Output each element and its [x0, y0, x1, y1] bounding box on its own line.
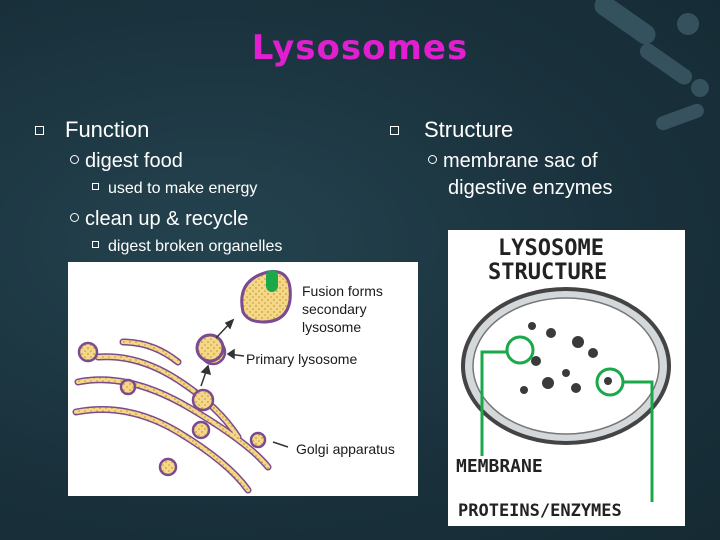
list-item: clean up & recycle — [70, 208, 248, 231]
list-subitem: digest broken organelles — [92, 238, 282, 256]
structure-heading: Structure — [424, 117, 514, 142]
proteins-enzymes-label: PROTEINS/ENZYMES — [458, 501, 622, 521]
item-label: digest food — [85, 150, 183, 172]
lysosome-illustration — [461, 287, 671, 502]
list-subitem: used to make energy — [92, 180, 257, 198]
ring-bullet-icon — [70, 213, 79, 223]
item-label: clean up & recycle — [85, 208, 249, 230]
slide-title: Lysosomes — [251, 28, 469, 68]
square-bullet-icon — [92, 241, 99, 249]
item-label: membrane sac of — [443, 150, 598, 172]
bullet-icon — [390, 126, 399, 135]
subitem-label: used to make energy — [108, 180, 258, 197]
golgi-illustration — [72, 270, 292, 494]
ring-bullet-icon — [428, 155, 437, 165]
square-bullet-icon — [92, 183, 99, 191]
membrane-label: MEMBRANE — [456, 456, 543, 477]
bullet-icon — [35, 126, 44, 135]
diagram-title-line2: STRUCTURE — [488, 260, 608, 285]
subitem-label: digest broken organelles — [108, 238, 283, 255]
item-label-continued: digestive enzymes — [448, 177, 613, 199]
fusion-label-3: lysosome — [302, 319, 362, 335]
primary-lysosome-label: Primary lysosome — [246, 351, 358, 367]
fusion-label-1: Fusion forms — [302, 283, 383, 299]
diagram-title-line1: LYSOSOME — [498, 236, 604, 261]
lysosome-structure-diagram: LYSOSOME STRUCTURE MEMBRANE PROTEINS/ENZ… — [448, 230, 685, 526]
golgi-diagram: Fusion forms secondary lysosome Primary … — [68, 262, 418, 496]
fusion-label-2: secondary — [302, 301, 367, 317]
ring-bullet-icon — [70, 155, 79, 165]
golgi-label: Golgi apparatus — [296, 441, 395, 457]
function-heading: Function — [65, 117, 150, 142]
list-item: membrane sac of — [428, 150, 598, 173]
list-item: digest food — [70, 150, 183, 173]
